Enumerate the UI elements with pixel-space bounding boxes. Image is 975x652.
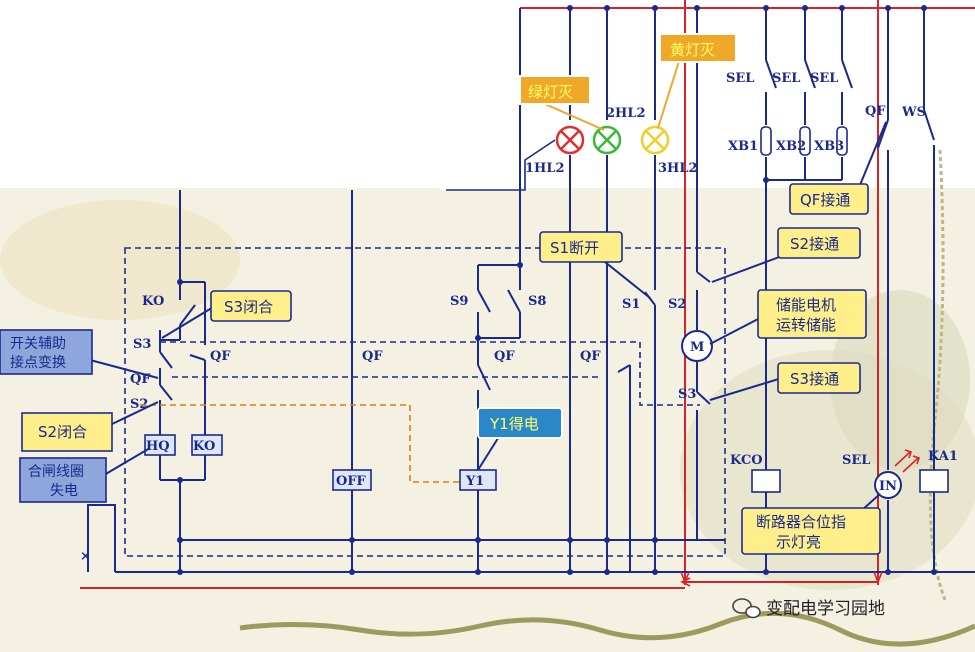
svg-text:×: × bbox=[80, 549, 91, 564]
callout-green-off: 绿灯灭 bbox=[519, 75, 605, 131]
yellow-off-text: 黄灯灭 bbox=[670, 41, 715, 59]
sel3-label: SEL bbox=[810, 71, 838, 86]
xb3-symbol bbox=[836, 126, 848, 156]
s1-label: S1 bbox=[622, 297, 640, 312]
ko-left-label: KO bbox=[142, 294, 164, 309]
qf-y1-label: QF bbox=[494, 349, 515, 364]
motor-line1: 储能电机 bbox=[776, 296, 836, 314]
in-indicator bbox=[874, 471, 902, 499]
s3-on-text: S3接通 bbox=[790, 370, 839, 388]
motor-symbol bbox=[681, 330, 713, 362]
callout-yellow-off: 黄灯灭 bbox=[657, 33, 737, 129]
s2-on-text: S2接通 bbox=[790, 235, 839, 253]
callout-y1-energized: Y1得电 bbox=[477, 407, 563, 471]
kco-label: KCO bbox=[730, 453, 763, 468]
coil-line2: 失电 bbox=[50, 483, 78, 499]
in-label: IN bbox=[879, 479, 897, 494]
watermark: 变配电学习园地 bbox=[732, 598, 885, 619]
s2-close-text: S2闭合 bbox=[38, 423, 87, 441]
callout-s2-close: S2闭合 bbox=[21, 401, 159, 452]
s1-open-text: S1断开 bbox=[550, 239, 599, 257]
lamp-branches: QF S1 1HL2 2HL2 3HL2 bbox=[446, 85, 698, 575]
dashed-outlines bbox=[124, 247, 726, 557]
callout-qf-on: QF接通 bbox=[789, 121, 887, 215]
ka1-label: KA1 bbox=[928, 449, 958, 464]
lamp-1hl2 bbox=[555, 125, 585, 155]
wechat-icon bbox=[732, 598, 761, 619]
xb2-symbol bbox=[799, 126, 811, 156]
off-branch: OFF QF bbox=[332, 190, 383, 575]
callout-indicator-on: 断路器合位指 示灯亮 bbox=[741, 493, 881, 555]
hl3-label: 3HL2 bbox=[658, 161, 698, 176]
s9-label: S9 bbox=[450, 294, 468, 309]
s2-right-label: S2 bbox=[668, 297, 686, 312]
xb1-symbol bbox=[760, 126, 772, 156]
ko-coil bbox=[191, 434, 223, 456]
hl1-label: 1HL2 bbox=[525, 161, 565, 176]
s3-close-text: S3闭合 bbox=[224, 298, 273, 316]
indicator-line1: 断路器合位指 bbox=[756, 513, 846, 531]
callouts: 绿灯灭 黄灯灭 S3闭合 开关辅助 接点变换 S2闭合 bbox=[0, 33, 887, 555]
y1-label: Y1 bbox=[465, 474, 484, 489]
lamp-3hl2 bbox=[640, 125, 670, 155]
indicator-line2: 示灯亮 bbox=[776, 533, 821, 551]
qf-hq-label: QF bbox=[210, 349, 231, 364]
callout-s1-open: S1断开 bbox=[539, 231, 651, 299]
kco-relay bbox=[751, 469, 781, 493]
sel-in-label: SEL bbox=[842, 453, 870, 468]
sel1-label: SEL bbox=[726, 71, 754, 86]
bottom-bus: × bbox=[80, 504, 975, 589]
s8-label: S8 bbox=[528, 294, 546, 309]
callout-s3-close: S3闭合 bbox=[161, 290, 292, 339]
ws-label: WS bbox=[901, 105, 926, 120]
s3-left-label: S3 bbox=[133, 337, 151, 352]
callout-s2-on: S2接通 bbox=[711, 227, 861, 283]
current-arrows bbox=[680, 571, 883, 587]
y1-energized-text: Y1得电 bbox=[489, 415, 539, 433]
xb2-label: XB2 bbox=[776, 139, 806, 154]
qf-on-text: QF接通 bbox=[800, 191, 850, 209]
qf-off-label: QF bbox=[362, 349, 383, 364]
xb3-label: XB3 bbox=[814, 139, 844, 154]
qf-mid-label: QF bbox=[580, 349, 601, 364]
callout-motor-storage: 储能电机 运转储能 bbox=[709, 289, 867, 345]
callout-aux-contact: 开关辅助 接点变换 bbox=[0, 329, 159, 379]
xb1-label: XB1 bbox=[728, 139, 758, 154]
ka1-relay bbox=[919, 469, 949, 493]
sel2-label: SEL bbox=[772, 71, 800, 86]
lamp-2hl2 bbox=[592, 125, 622, 155]
s3-right-label: S3 bbox=[678, 387, 696, 402]
green-off-text: 绿灯灭 bbox=[528, 83, 573, 101]
watermark-text: 变配电学习园地 bbox=[766, 599, 885, 619]
coil-line1: 合闸线圈 bbox=[28, 464, 84, 480]
off-coil bbox=[332, 469, 372, 491]
aux-line2: 接点变换 bbox=[10, 354, 66, 371]
hq-label: HQ bbox=[146, 439, 170, 454]
callout-s3-on: S3接通 bbox=[709, 362, 861, 401]
callout-coil-deenergized: 合闸线圈 失电 bbox=[19, 447, 151, 503]
hl2-label: 2HL2 bbox=[606, 106, 646, 121]
ko-box-label: KO bbox=[193, 439, 215, 454]
motor-line2: 运转储能 bbox=[776, 316, 836, 334]
off-label: OFF bbox=[336, 474, 367, 489]
motor-branch: M S2 S3 bbox=[668, 5, 713, 540]
motor-label: M bbox=[690, 340, 704, 355]
qf-top-label: QF bbox=[865, 104, 886, 119]
hq-coil bbox=[144, 434, 176, 456]
aux-line1: 开关辅助 bbox=[10, 336, 66, 352]
